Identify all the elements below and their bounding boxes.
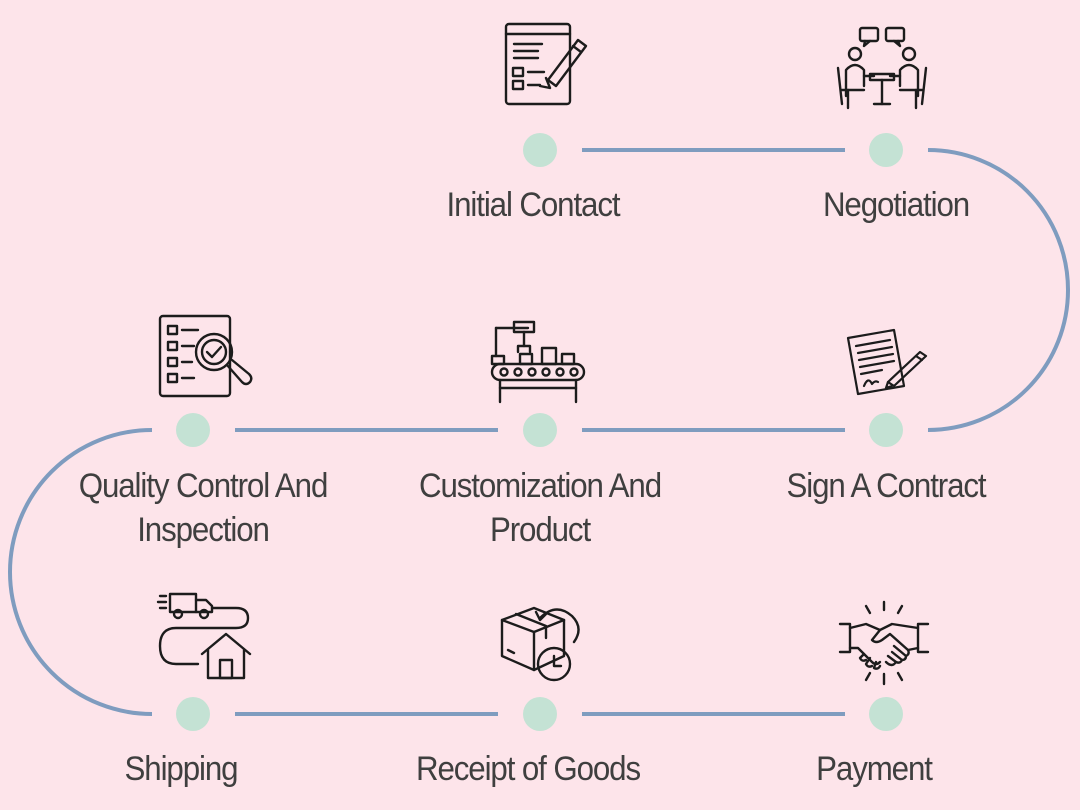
step-label-customization: Customization And Product: [418, 467, 662, 549]
delivery-truck-route-icon: [156, 592, 252, 680]
step-label-initial-contact: Initial Contact: [446, 186, 621, 224]
step-label-negotiation: Negotiation: [822, 186, 970, 224]
step-label-receipt: Receipt of Goods: [415, 750, 641, 788]
node-negotiation: [869, 133, 903, 167]
factory-robot-arm-icon: [490, 320, 586, 404]
step-label-payment: Payment: [816, 750, 933, 788]
node-receipt: [523, 697, 557, 731]
handshake-icon: [838, 600, 930, 686]
step-label-sign-contract: Sign A Contract: [786, 467, 986, 505]
node-payment: [869, 697, 903, 731]
contract-signature-icon: [846, 328, 928, 396]
step-label-quality-control: Quality Control And Inspection: [78, 467, 329, 549]
node-sign-contract: [869, 413, 903, 447]
node-shipping: [176, 697, 210, 731]
meeting-table-icon: [836, 26, 928, 110]
package-clock-icon: [500, 606, 580, 682]
node-quality-control: [176, 413, 210, 447]
step-label-shipping: Shipping: [124, 750, 239, 788]
form-edit-icon: [504, 22, 588, 106]
node-initial-contact: [523, 133, 557, 167]
step-nodes: [176, 133, 903, 731]
checklist-magnifier-icon: [158, 314, 253, 398]
connector-lines: [8, 148, 1070, 716]
node-customization: [523, 413, 557, 447]
